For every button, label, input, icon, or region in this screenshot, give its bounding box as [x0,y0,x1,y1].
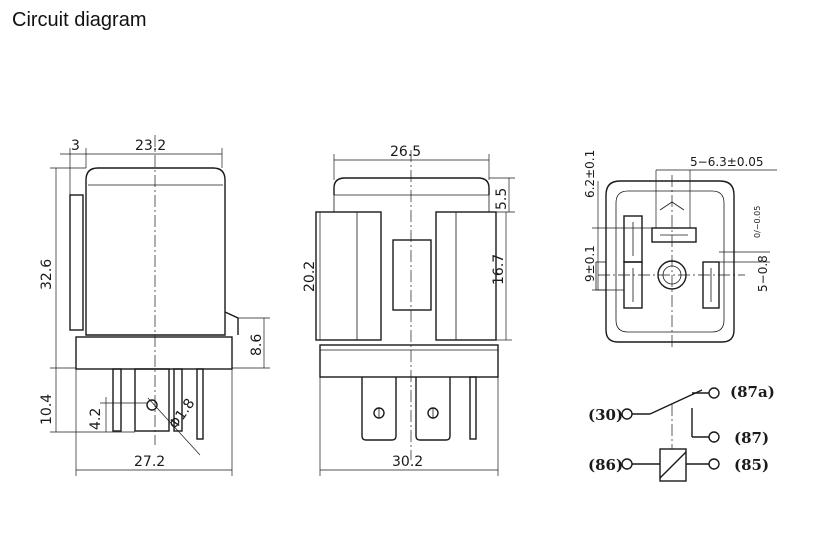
front-dim-top-step: 5.5 [494,188,510,210]
side-pin [134,368,170,432]
front-dim-top-width: 26.5 [390,144,421,160]
bottom-dim-top: 6.2±0.1 [583,150,597,198]
side-bracket [224,311,239,335]
front-pin [361,377,397,441]
front-pin [415,377,451,441]
side-dim-base-width: 27.2 [134,454,165,470]
pin-85-label: (85) [734,456,769,474]
terminal-86 [621,458,633,470]
front-dim-base-width: 30.2 [392,454,423,470]
front-base [319,344,499,378]
side-dim-hole-dia: Φ1.8 [166,396,198,432]
side-dim-bracket: 8.6 [249,334,265,356]
front-dim-left-pin: 20.2 [302,261,318,292]
side-dim-base-height: 10.4 [39,394,55,425]
side-body [85,167,226,336]
page-title: Circuit diagram [12,9,147,31]
side-flange [69,194,84,331]
bottom-outline [605,180,735,343]
bottom-dim-tab-thick: 5−0.8 [756,255,770,292]
front-right-block [435,211,497,341]
pin-30-label: (30) [588,406,623,424]
bottom-dim-tab-width: 5−6.3±0.05 [690,155,764,169]
terminal-87 [708,431,720,443]
side-pin [112,368,122,432]
side-dim-hole-offset: 4.2 [88,408,104,430]
front-pin [469,376,477,440]
bottom-view: 6.2±0.1 5−6.3±0.05 9±0.1 5−0.8 0/−0.05 [583,150,777,350]
pin-86-label: (86) [588,456,623,474]
side-dim-height: 32.6 [39,259,55,290]
side-pin [196,368,204,440]
side-base [75,336,233,370]
front-dim-right-pin: 16.7 [491,254,507,285]
front-left-block [315,211,382,341]
front-top [333,177,490,195]
terminal-87a [708,387,720,399]
side-dim-flange: 3 [71,138,80,154]
bottom-dim-left-mid: 9±0.1 [583,245,597,282]
bottom-pin-top [651,227,697,243]
relay-coil [659,448,687,482]
relay-schematic: (30) (87a) (87) (86) (85) [588,383,775,482]
pin-87-label: (87) [734,429,769,447]
bottom-pin-right [702,261,720,309]
front-view: 26.5 5.5 20.2 16.7 30.2 [302,144,515,476]
terminal-85 [708,458,720,470]
switch-arm [649,389,703,415]
bottom-pin-left-bottom [623,261,643,309]
side-pin-hole [146,399,158,411]
side-dim-body-width: 23.2 [135,138,166,154]
front-core [392,239,432,311]
side-view: 3 23.2 32.6 10.4 4.2 Φ1.8 27.2 8.6 [39,135,270,476]
terminal-30 [621,408,633,420]
bottom-dim-tab-thick-tol: 0/−0.05 [753,206,762,238]
pin-87a-label: (87a) [730,383,775,401]
